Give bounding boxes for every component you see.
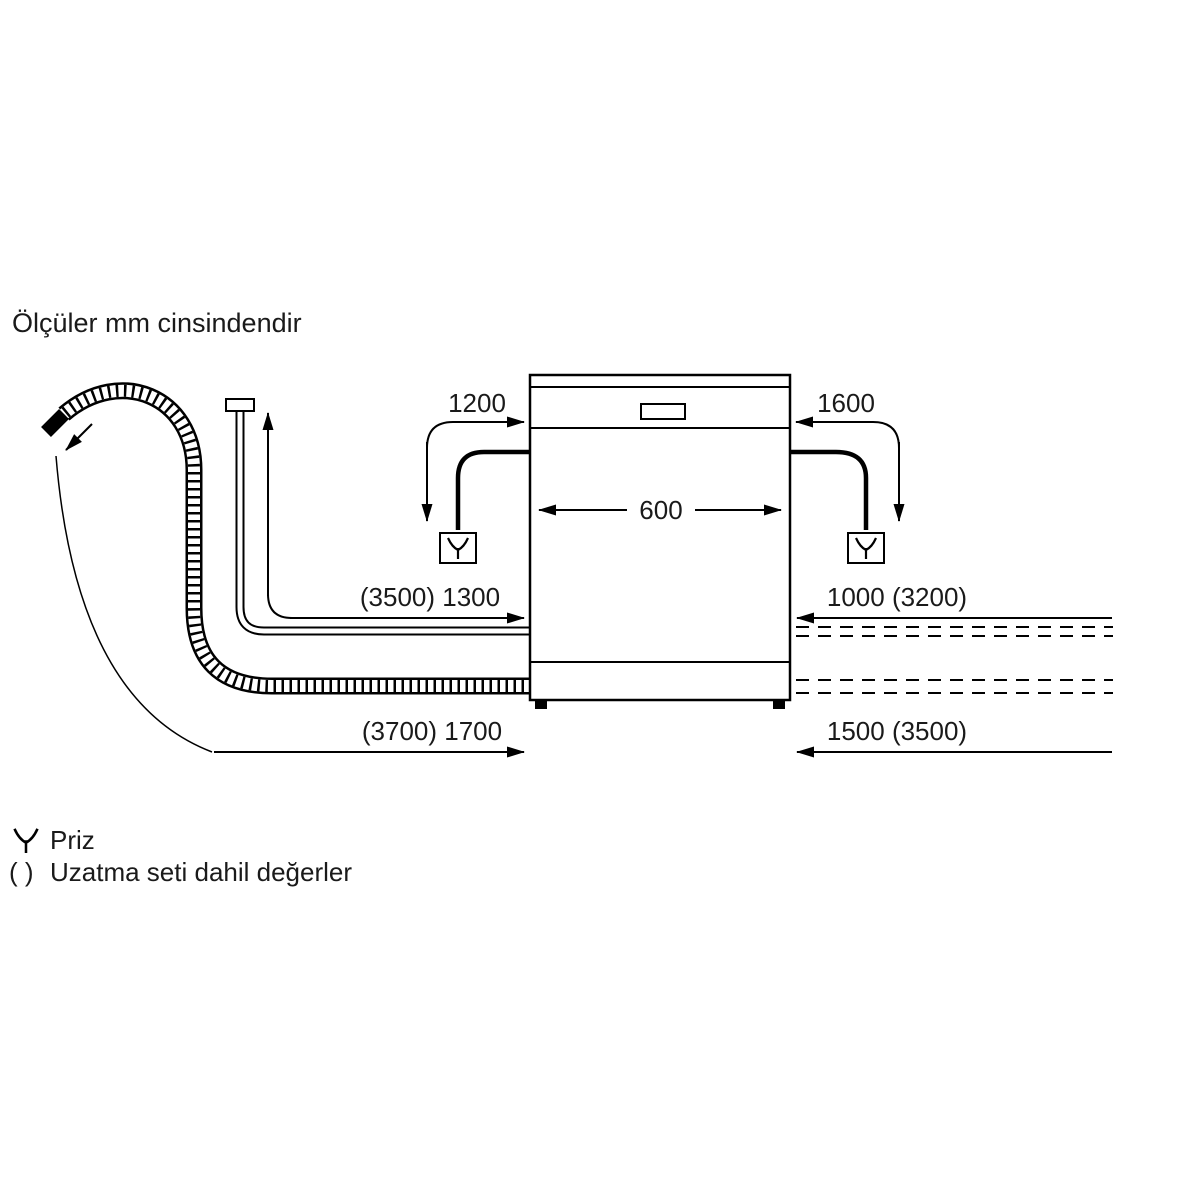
display-window xyxy=(640,403,686,420)
drain-hose xyxy=(41,382,532,753)
power-cord-right xyxy=(791,449,869,530)
dim-supply-right-label: 1000 (3200) xyxy=(827,582,967,612)
dishwasher-outline xyxy=(528,373,792,702)
cord-right-arrow-horizontal xyxy=(795,416,900,449)
socket-left xyxy=(439,532,477,564)
dim-cord-right-label: 1600 xyxy=(817,388,875,418)
drain-direction-arrow xyxy=(65,423,93,451)
dim-power-cord-left: 1200 xyxy=(421,388,525,522)
legend: Priz ( ) Uzatma seti dahil değerler xyxy=(9,825,352,887)
socket-right xyxy=(847,532,885,564)
dim-power-cord-right: 1600 xyxy=(795,388,905,522)
supply-pipe-body xyxy=(237,407,532,634)
power-cord-left xyxy=(455,449,529,530)
foot-right xyxy=(773,700,785,709)
legend-socket-icon xyxy=(13,827,39,855)
supply-left-corner xyxy=(267,593,293,619)
drain-extension-leader-line xyxy=(55,455,213,753)
dim-supply-right: 1000 (3200) xyxy=(796,582,1113,637)
drain-hose-nozzle xyxy=(41,409,69,437)
dim-drain-left-label: (3700) 1700 xyxy=(362,716,502,746)
supply-pipe xyxy=(225,398,532,636)
drain-hose-body xyxy=(60,384,532,692)
dim-drain-right-label: 1500 (3500) xyxy=(827,716,967,746)
dim-supply-left-label: (3500) 1300 xyxy=(360,582,500,612)
foot-left xyxy=(535,700,547,709)
legend-socket-label: Priz xyxy=(50,825,95,855)
drain-extension-right xyxy=(796,679,1113,694)
dim-drain-right: 1500 (3500) xyxy=(796,716,1112,758)
dim-supply-left: (3500) 1300 xyxy=(262,412,525,624)
dim-width-label: 600 xyxy=(639,495,682,525)
water-tap-connector-icon xyxy=(225,398,255,412)
dim-appliance-width: 600 xyxy=(538,495,782,525)
legend-brackets-label: Uzatma seti dahil değerler xyxy=(50,857,352,887)
cord-left-arrow-horizontal xyxy=(426,416,525,449)
units-note: Ölçüler mm cinsindendir xyxy=(12,308,302,338)
legend-brackets-symbol: ( ) xyxy=(9,857,34,887)
dishwasher xyxy=(528,373,792,709)
dim-drain-left: (3700) 1700 xyxy=(214,716,525,758)
dim-cord-left-label: 1200 xyxy=(448,388,506,418)
